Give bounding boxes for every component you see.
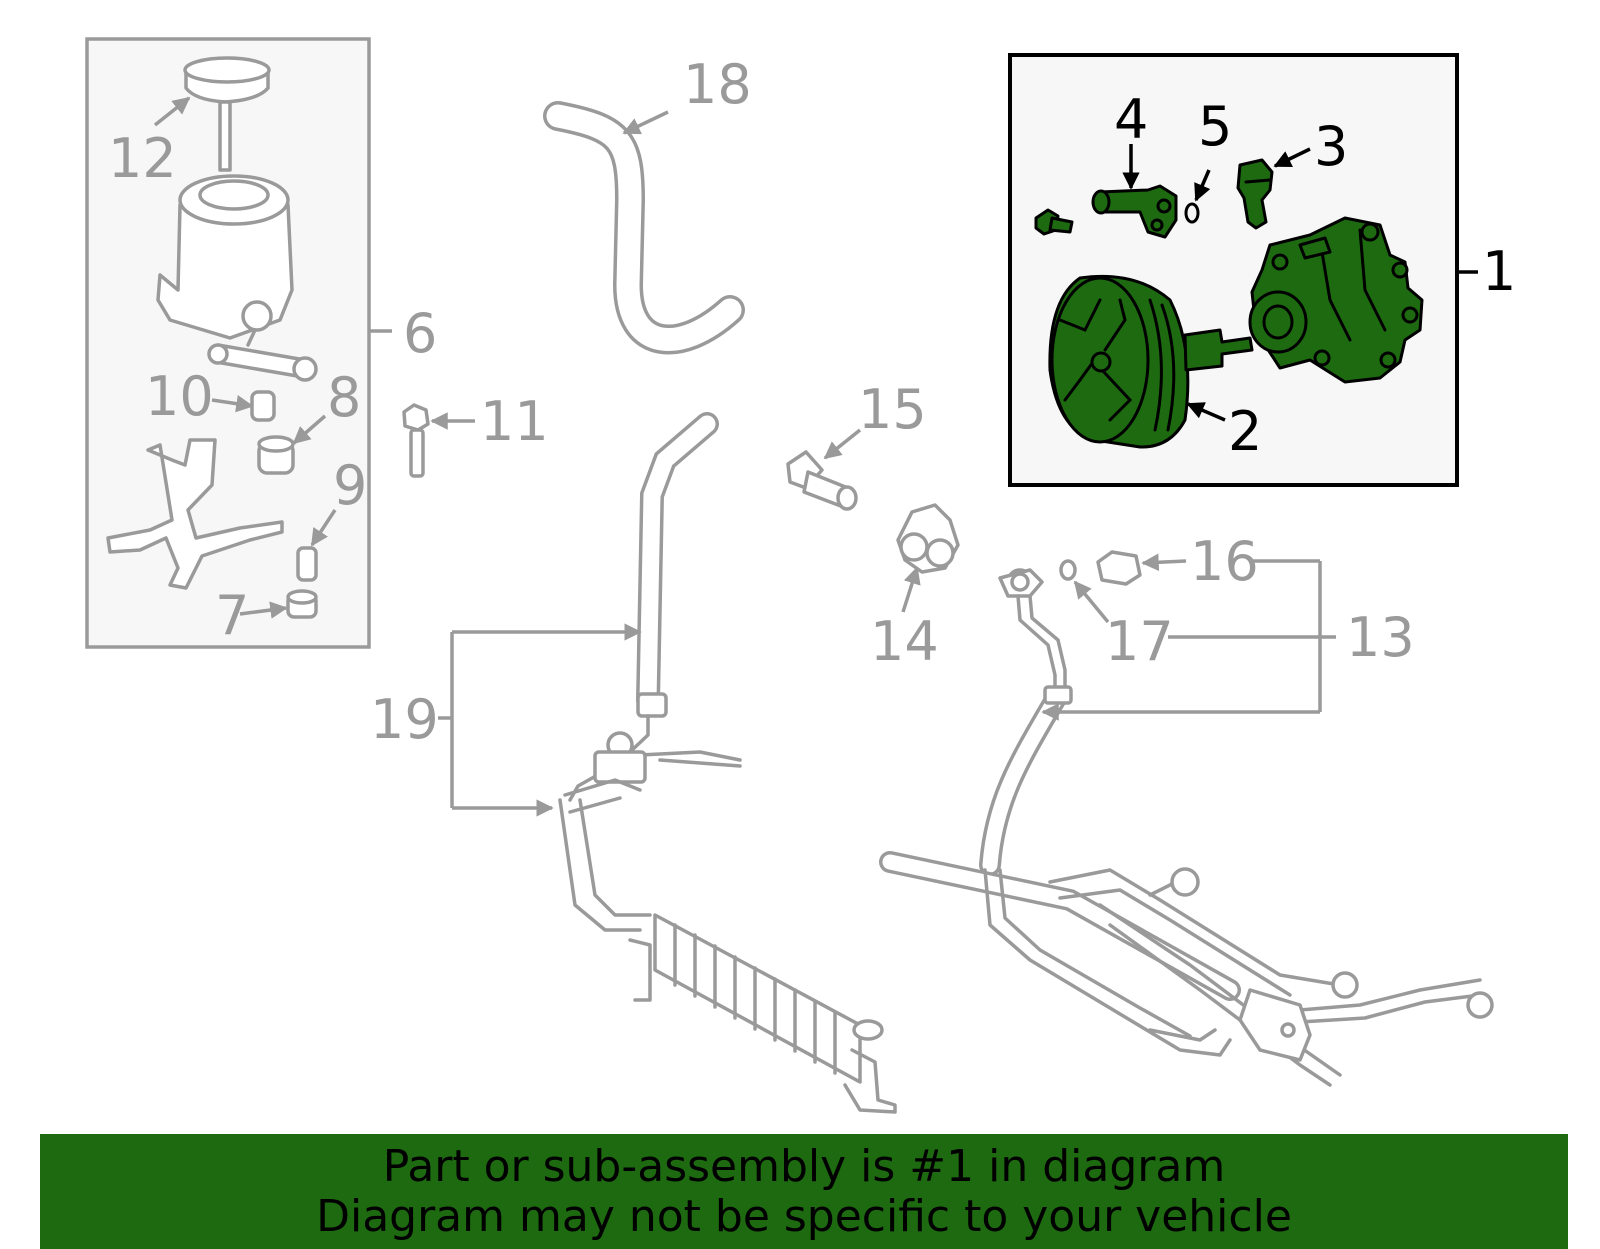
callout-4[interactable]: 4 xyxy=(1114,88,1148,151)
pump-body-part[interactable] xyxy=(1248,216,1424,384)
bushing-7-part[interactable] xyxy=(286,589,318,619)
suction-hose-18-part[interactable] xyxy=(543,101,745,355)
flow-valve-3-part[interactable] xyxy=(1236,147,1311,230)
bushing-8-part[interactable] xyxy=(257,435,295,475)
banner-line-1: Part or sub-assembly is #1 in diagram xyxy=(382,1140,1226,1192)
reservoir-group xyxy=(85,37,392,649)
callout-8[interactable]: 8 xyxy=(327,366,361,429)
callout-16[interactable]: 16 xyxy=(1190,530,1259,593)
callout-11[interactable]: 11 xyxy=(480,390,549,453)
callout-9[interactable]: 9 xyxy=(333,454,367,517)
callout-19[interactable]: 19 xyxy=(370,688,439,751)
callout-10[interactable]: 10 xyxy=(145,365,214,428)
callout-18[interactable]: 18 xyxy=(683,53,752,116)
reservoir-tank-part[interactable] xyxy=(156,174,318,382)
callout-5[interactable]: 5 xyxy=(1198,95,1232,158)
union-bolt-15-part[interactable] xyxy=(786,428,862,511)
callout-12[interactable]: 12 xyxy=(108,127,177,190)
callout-2[interactable]: 2 xyxy=(1228,400,1262,463)
callout-6[interactable]: 6 xyxy=(403,302,437,365)
callout-15[interactable]: 15 xyxy=(858,378,927,441)
collar-9-part[interactable] xyxy=(296,546,318,582)
union-16-part[interactable] xyxy=(1096,550,1187,586)
banner-line-2: Diagram may not be specific to your vehi… xyxy=(316,1190,1292,1242)
connector-4-part[interactable] xyxy=(1091,144,1178,239)
clamp-14-part[interactable] xyxy=(896,503,960,613)
pulley-2-part[interactable] xyxy=(1048,274,1254,449)
callout-14[interactable]: 14 xyxy=(870,610,939,673)
callout-1[interactable]: 1 xyxy=(1482,240,1516,303)
info-banner: Part or sub-assembly is #1 in diagram Di… xyxy=(40,1134,1568,1249)
reservoir-bracket-part[interactable] xyxy=(106,438,284,590)
grommet-10-part[interactable] xyxy=(250,390,276,422)
gasket-17-part[interactable] xyxy=(1059,559,1110,624)
bolt-11-part[interactable] xyxy=(402,403,475,478)
return-line-cooler-19-part[interactable] xyxy=(438,412,897,1114)
o-ring-5-part[interactable] xyxy=(1184,169,1211,224)
bolt-part[interactable] xyxy=(1034,208,1074,236)
callout-7[interactable]: 7 xyxy=(215,584,249,647)
callout-3[interactable]: 3 xyxy=(1314,115,1348,178)
callout-13[interactable]: 13 xyxy=(1346,606,1415,669)
callout-17[interactable]: 17 xyxy=(1105,610,1174,673)
reservoir-cap-part[interactable] xyxy=(183,56,271,172)
pump-assembly-box xyxy=(1008,53,1478,487)
